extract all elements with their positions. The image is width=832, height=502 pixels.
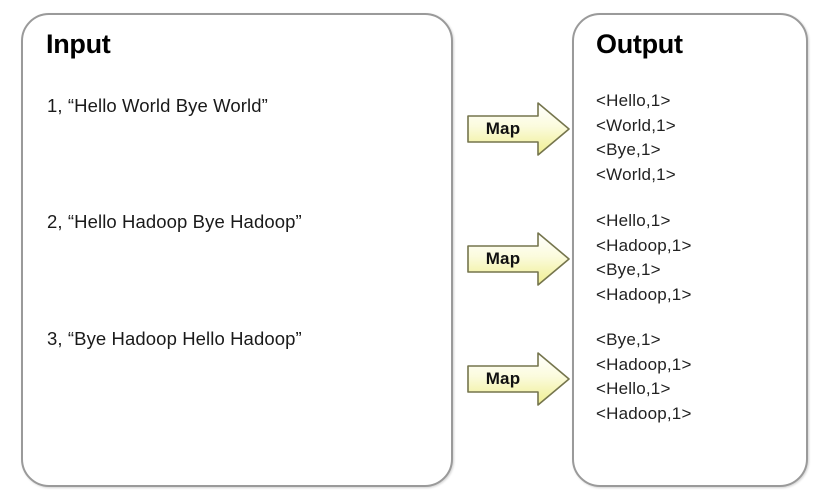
output-panel: Output <Hello,1> <World,1> <Bye,1> <Worl… (572, 13, 808, 487)
output-group-1: <Hello,1> <World,1> <Bye,1> <World,1> (596, 89, 676, 187)
block-arrow-icon (467, 232, 570, 286)
key-value-pair: <Bye,1> (596, 260, 661, 279)
key-value-pair: <Hadoop,1> (596, 403, 692, 423)
key-value-pair: <Hadoop,1> (596, 354, 692, 374)
block-arrow-icon (467, 352, 570, 406)
key-value-pair: <Hadoop,1> (596, 284, 692, 304)
input-panel-title: Input (46, 29, 111, 59)
input-line-1: 1, “Hello World Bye World” (47, 95, 268, 116)
key-value-pair: <World,1> (596, 115, 676, 135)
map-arrow-3: Map (466, 350, 572, 408)
output-panel-title: Output (596, 29, 683, 59)
key-value-pair: <Hello,1> (596, 379, 671, 398)
key-value-pair: <World,1> (596, 164, 676, 184)
block-arrow-icon (467, 102, 570, 156)
output-group-3: <Bye,1> <Hadoop,1> <Hello,1> <Hadoop,1> (596, 328, 692, 426)
key-value-pair: <Hello,1> (596, 211, 671, 230)
key-value-pair: <Bye,1> (596, 330, 661, 349)
key-value-pair: <Bye,1> (596, 140, 661, 159)
input-line-2: 2, “Hello Hadoop Bye Hadoop” (47, 211, 302, 232)
key-value-pair: <Hadoop,1> (596, 235, 692, 255)
input-panel: Input 1, “Hello World Bye World” 2, “Hel… (21, 13, 453, 487)
key-value-pair: <Hello,1> (596, 91, 671, 110)
output-group-2: <Hello,1> <Hadoop,1> <Bye,1> <Hadoop,1> (596, 209, 692, 307)
map-arrow-2: Map (466, 230, 572, 288)
map-arrow-1: Map (466, 100, 572, 158)
input-line-3: 3, “Bye Hadoop Hello Hadoop” (47, 328, 302, 349)
